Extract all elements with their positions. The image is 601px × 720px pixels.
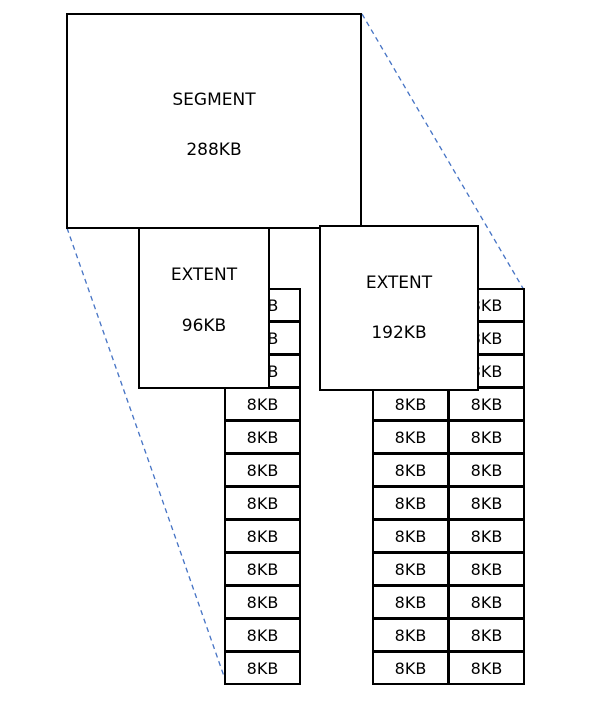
extent-192kb-box: EXTENT 192KB [319, 225, 479, 391]
block-8kb-right-b-6: 8KB [448, 453, 525, 487]
extent-96kb-size: 96KB [181, 316, 227, 336]
block-8kb-right-a-7: 8KB [372, 486, 449, 520]
block-8kb-right-b-5: 8KB [448, 420, 525, 454]
extent-192kb-size: 192KB [371, 323, 427, 343]
block-8kb-right-b-11: 8KB [448, 618, 525, 652]
block-8kb-right-b-8: 8KB [448, 519, 525, 553]
segment-size: 288KB [186, 140, 242, 160]
block-8kb-left-9: 8KB [224, 552, 301, 586]
block-8kb-right-a-10: 8KB [372, 585, 449, 619]
block-8kb-right-b-7: 8KB [448, 486, 525, 520]
extent-192kb-label: EXTENT [365, 273, 433, 293]
block-8kb-left-5: 8KB [224, 420, 301, 454]
block-8kb-left-8: 8KB [224, 519, 301, 553]
block-8kb-left-7: 8KB [224, 486, 301, 520]
segment-box: SEGMENT 288KB [66, 13, 362, 229]
block-8kb-right-b-4: 8KB [448, 387, 525, 421]
block-8kb-right-a-5: 8KB [372, 420, 449, 454]
block-8kb-right-b-10: 8KB [448, 585, 525, 619]
block-8kb-left-10: 8KB [224, 585, 301, 619]
block-8kb-right-b-12: 8KB [448, 651, 525, 685]
segment-label: SEGMENT [172, 90, 256, 110]
block-8kb-left-4: 8KB [224, 387, 301, 421]
block-8kb-right-a-8: 8KB [372, 519, 449, 553]
block-8kb-left-11: 8KB [224, 618, 301, 652]
block-8kb-left-12: 8KB [224, 651, 301, 685]
block-8kb-right-a-11: 8KB [372, 618, 449, 652]
block-8kb-right-a-4: 8KB [372, 387, 449, 421]
block-8kb-right-b-9: 8KB [448, 552, 525, 586]
block-8kb-left-6: 8KB [224, 453, 301, 487]
extent-96kb-box: EXTENT 96KB [138, 227, 270, 389]
extent-96kb-label: EXTENT [170, 265, 238, 285]
block-8kb-right-a-6: 8KB [372, 453, 449, 487]
block-8kb-right-a-12: 8KB [372, 651, 449, 685]
block-8kb-right-a-9: 8KB [372, 552, 449, 586]
